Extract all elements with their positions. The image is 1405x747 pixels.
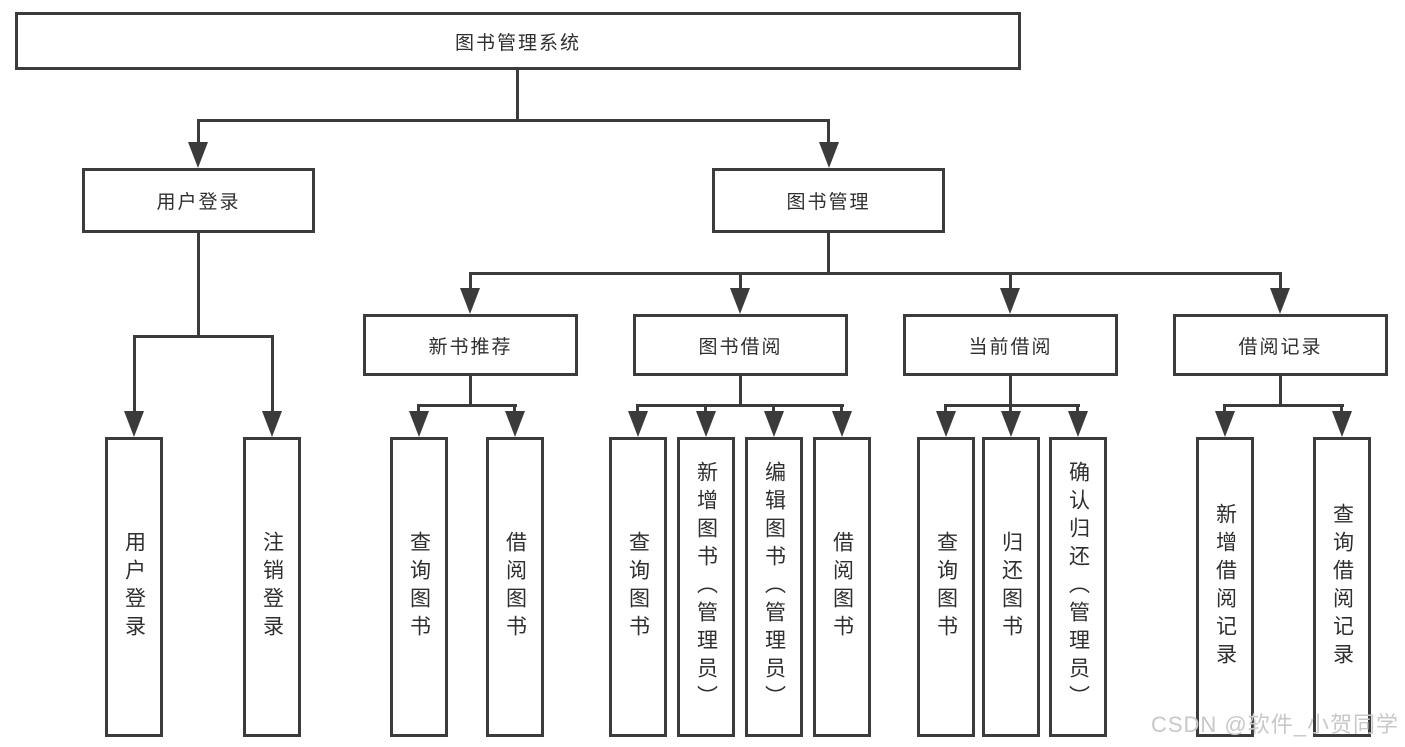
node-current-borrow: 当前借阅 bbox=[903, 314, 1118, 376]
node-user-login: 用户登录 bbox=[82, 168, 315, 233]
leaf-user-login: 用户登录 bbox=[105, 437, 163, 737]
arrow-down-icon bbox=[124, 411, 144, 437]
node-new-book-recommend: 新书推荐 bbox=[363, 314, 578, 376]
connector-line bbox=[1340, 404, 1343, 414]
leaf-current-return-book: 归还图书 bbox=[982, 437, 1040, 737]
connector-line bbox=[1223, 404, 1226, 414]
leaf-current-query-book: 查询图书 bbox=[917, 437, 975, 737]
arrow-down-icon bbox=[1332, 411, 1352, 437]
connector-line bbox=[1009, 376, 1012, 407]
arrow-down-icon bbox=[505, 411, 525, 437]
arrow-down-icon bbox=[628, 411, 648, 437]
arrow-down-icon bbox=[832, 411, 852, 437]
connector-line bbox=[739, 376, 742, 407]
connector-line bbox=[944, 404, 947, 414]
arrow-down-icon bbox=[764, 411, 784, 437]
connector-line bbox=[271, 335, 274, 413]
csdn-watermark: CSDN @软件_小贺同学 bbox=[1150, 712, 1399, 737]
connector-line bbox=[133, 335, 136, 413]
connector-root-stem bbox=[516, 70, 519, 120]
leaf-borrow-borrow-book: 借阅图书 bbox=[813, 437, 871, 737]
arrow-down-icon bbox=[1270, 288, 1290, 314]
arrow-down-icon bbox=[1000, 288, 1020, 314]
leaf-record-query-record: 查询借阅记录 bbox=[1313, 437, 1371, 737]
connector-record-rail bbox=[1224, 404, 1344, 407]
arrow-down-icon bbox=[188, 142, 208, 168]
node-book-borrow: 图书借阅 bbox=[633, 314, 848, 376]
connector-line bbox=[469, 376, 472, 407]
leaf-current-confirm-return-admin: 确认归还（管理员） bbox=[1049, 437, 1107, 737]
leaf-borrow-query-book: 查询图书 bbox=[609, 437, 667, 737]
connector-line bbox=[840, 404, 843, 414]
node-book-management: 图书管理 bbox=[712, 168, 945, 233]
leaf-record-add-record: 新增借阅记录 bbox=[1196, 437, 1254, 737]
node-root: 图书管理系统 bbox=[15, 12, 1021, 70]
connector-book-mgmt-stem bbox=[827, 233, 830, 275]
connector-line bbox=[772, 404, 775, 414]
node-borrow-record: 借阅记录 bbox=[1173, 314, 1388, 376]
connector-line bbox=[1076, 404, 1079, 414]
connector-current-rail bbox=[945, 404, 1080, 407]
leaf-borrow-add-book-admin: 新增图书（管理员） bbox=[677, 437, 735, 737]
leaf-logout: 注销登录 bbox=[243, 437, 301, 737]
connector-level2-rail bbox=[197, 119, 830, 122]
arrow-down-icon bbox=[819, 142, 839, 168]
connector-line bbox=[417, 404, 420, 414]
leaf-recommend-query-book: 查询图书 bbox=[390, 437, 448, 737]
connector-line bbox=[513, 404, 516, 414]
connector-level3-rail bbox=[469, 272, 1282, 275]
leaf-recommend-borrow-book: 借阅图书 bbox=[486, 437, 544, 737]
arrow-down-icon bbox=[262, 411, 282, 437]
arrow-down-icon bbox=[1215, 411, 1235, 437]
connector-line bbox=[1279, 376, 1282, 407]
connector-recommend-rail bbox=[418, 404, 517, 407]
connector-line bbox=[1009, 404, 1012, 414]
connector-line bbox=[469, 272, 472, 290]
connector-line bbox=[739, 272, 742, 290]
connector-line bbox=[1279, 272, 1282, 290]
connector-borrow-rail bbox=[637, 404, 844, 407]
connector-line bbox=[704, 404, 707, 414]
arrow-down-icon bbox=[460, 288, 480, 314]
arrow-down-icon bbox=[1001, 411, 1021, 437]
connector-user-login-stem bbox=[197, 233, 200, 337]
connector-line bbox=[636, 404, 639, 414]
arrow-down-icon bbox=[409, 411, 429, 437]
leaf-borrow-edit-book-admin: 编辑图书（管理员） bbox=[745, 437, 803, 737]
arrow-down-icon bbox=[936, 411, 956, 437]
arrow-down-icon bbox=[696, 411, 716, 437]
connector-line bbox=[1009, 272, 1012, 290]
connector-line bbox=[197, 119, 200, 145]
connector-line bbox=[827, 119, 830, 145]
connector-user-login-rail bbox=[133, 335, 274, 338]
arrow-down-icon bbox=[1068, 411, 1088, 437]
arrow-down-icon bbox=[730, 288, 750, 314]
